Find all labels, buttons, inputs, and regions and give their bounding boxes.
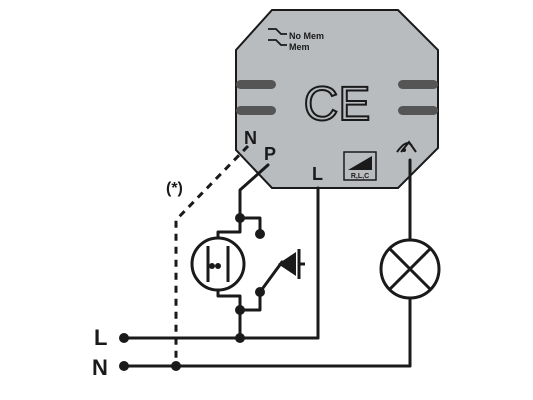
pushbutton-bottom-wire — [238, 290, 262, 312]
optional-neutral-wire — [174, 144, 250, 366]
mode-no-mem-label: No Mem — [289, 31, 324, 41]
junction-dot — [171, 361, 181, 371]
pushbutton-lever — [258, 260, 284, 294]
junction-dot — [235, 305, 245, 315]
optional-note: (*) — [166, 180, 183, 197]
junction-dot — [255, 229, 265, 239]
lamp-load-icon — [379, 238, 441, 300]
line-n-terminal-dot — [119, 361, 129, 371]
line-n-label: N — [92, 355, 108, 380]
left-lug-bottom — [236, 106, 276, 115]
mode-switch-icon — [268, 28, 287, 46]
pushbutton-icon — [278, 249, 305, 279]
left-lug-top — [236, 80, 276, 89]
load-type-indicator — [343, 151, 377, 181]
terminal-n-label: N — [244, 128, 257, 148]
pushbutton-top-wire — [238, 216, 262, 236]
junction-dot — [235, 333, 245, 343]
junction-dot — [255, 287, 265, 297]
glow-lamp-icon — [190, 216, 246, 312]
line-l-label: L — [94, 325, 107, 350]
module-housing — [235, 9, 439, 189]
mode-mem-label: Mem — [289, 42, 310, 52]
right-lug-bottom — [398, 106, 438, 115]
right-lug-top — [398, 80, 438, 89]
terminal-l-label: L — [312, 164, 323, 184]
ce-mark: CE — [304, 78, 371, 131]
dimmer-module: No Mem Mem CE N P L R,L,C — [235, 9, 439, 189]
dimmed-output-icon — [396, 140, 417, 153]
load-type-label: R,L,C — [351, 173, 369, 180]
p-wire — [238, 163, 270, 220]
junction-dot — [235, 213, 245, 223]
terminal-p-label: P — [264, 144, 276, 164]
line-l-terminal-dot — [119, 333, 129, 343]
